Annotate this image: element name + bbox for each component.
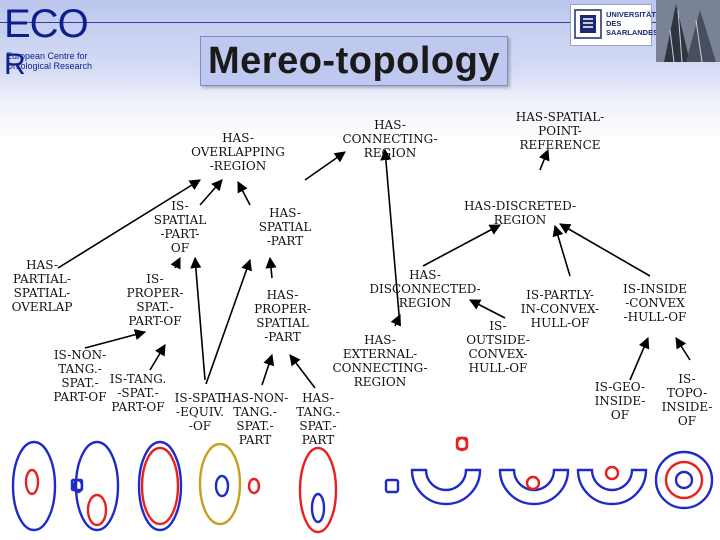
title-box: Mereo-topology [200,36,508,86]
outside-hull-icon [576,465,648,506]
non-tangential-container-icon [198,442,242,526]
arrow-hastang-to-hasproper [289,354,316,389]
arrow-hasnontang-to-hasproper [261,353,275,386]
ecor-tagline-1: European Centre for [6,51,88,61]
arrow-partial-to-overlap [57,179,201,269]
arrow-nontang-to-proper [84,329,147,349]
arrow-external-to-connecting [380,148,401,327]
non-tangential-part-icon [11,440,57,532]
node-is-non-tang-spat-part-of: IS-NON- TANG.- SPAT.- PART-OF [53,348,107,404]
node-has-connecting-region: HAS- CONNECTING- REGION [342,118,438,160]
arrow-disconnected-to-discreted [422,224,501,267]
building-photo-icon [656,0,720,62]
ecor-tagline-2: Ontological Research [6,61,93,71]
page-title: Mereo-topology [208,40,500,82]
university-seal-icon [574,9,602,39]
node-is-spat-equiv: IS-SPAT. -EQUIV. -OF [174,391,226,433]
equivalent-icon [137,440,183,532]
university-name-2: DES [606,19,622,28]
arrow-geoinside-to-inside [629,336,650,381]
arrow-proper-to-ispart [170,256,181,270]
node-has-non-tang-spat-part: HAS-NON- TANG.- SPAT.- PART [221,391,289,447]
partly-inside-hull-icon [498,468,570,506]
arrow-hasproper-to-haspart [265,256,277,279]
node-is-partly-in-convex-hull-of: IS-PARTLY- IN-CONVEX- HULL-OF [520,288,600,330]
inside-hull-icon [654,450,714,510]
node-is-geo-inside-of: IS-GEO- INSIDE- OF [594,380,646,422]
node-is-topo-inside-of: IS- TOPO- INSIDE- OF [661,372,713,428]
node-has-tang-spat-part: HAS- TANG.- SPAT.- PART [296,391,340,447]
arrow-equiv-to-haspart [205,258,252,385]
arrow-outside-to-disconnected [469,299,506,319]
arrow-overlap-to-connecting [304,151,346,181]
university-logo: UNIVERSITÄT DES SAARLANDES [570,4,658,46]
header-rule [0,22,720,23]
node-has-discreted-region: HAS-DISCRETED- REGION [463,199,577,227]
node-is-spatial-part-of: IS- SPATIAL -PART- OF [153,199,207,255]
external-connection-icon [72,436,469,494]
node-has-spatial-part: HAS- SPATIAL -PART [258,206,312,248]
node-is-outside-convex-hull-of: IS- OUTSIDE- CONVEX- HULL-OF [466,319,530,375]
node-is-proper-spat-part-of: IS- PROPER- SPAT.- PART-OF [126,272,184,328]
arrow-ispart-to-overlap [199,179,223,206]
ecor-logo-line1: ECO [4,2,89,46]
node-has-disconnected-region: HAS- DISCONNECTED- REGION [369,268,481,310]
node-has-proper-spatial-part: HAS- PROPER- SPATIAL -PART [254,288,311,344]
arrow-discreted-to-point-reference [539,148,550,171]
university-name-1: UNIVERSITÄT [606,10,657,19]
node-is-inside-convex-hull-of: IS-INSIDE -CONVEX -HULL-OF [622,282,688,324]
arrow-partly-to-discreted [552,224,571,277]
tangential-container-icon [247,446,338,534]
arrow-equiv-to-ispart [190,256,206,381]
arrow-topoinside-to-inside [675,337,691,361]
tangential-part-icon [70,440,120,532]
arrow-tang-to-proper [149,344,166,371]
arrow-haspart-to-overlap [237,181,251,206]
node-has-partial-spatial-overlap: HAS- PARTIAL- SPATIAL- OVERLAP [11,258,73,314]
node-has-external-connecting-region: HAS- EXTERNAL- CONNECTING- REGION [332,333,428,389]
ecor-logo-line2: R [4,48,26,81]
node-has-overlapping-region: HAS- OVERLAPPING -REGION [191,131,285,173]
node-has-spatial-point-reference: HAS-SPATIAL- POINT- REFERENCE [515,110,605,152]
arrow-inside-to-discreted [559,223,651,277]
university-name-3: SAARLANDES [606,28,659,37]
node-is-tang-spat-part-of: IS-TANG. -SPAT.- PART-OF [109,372,167,414]
